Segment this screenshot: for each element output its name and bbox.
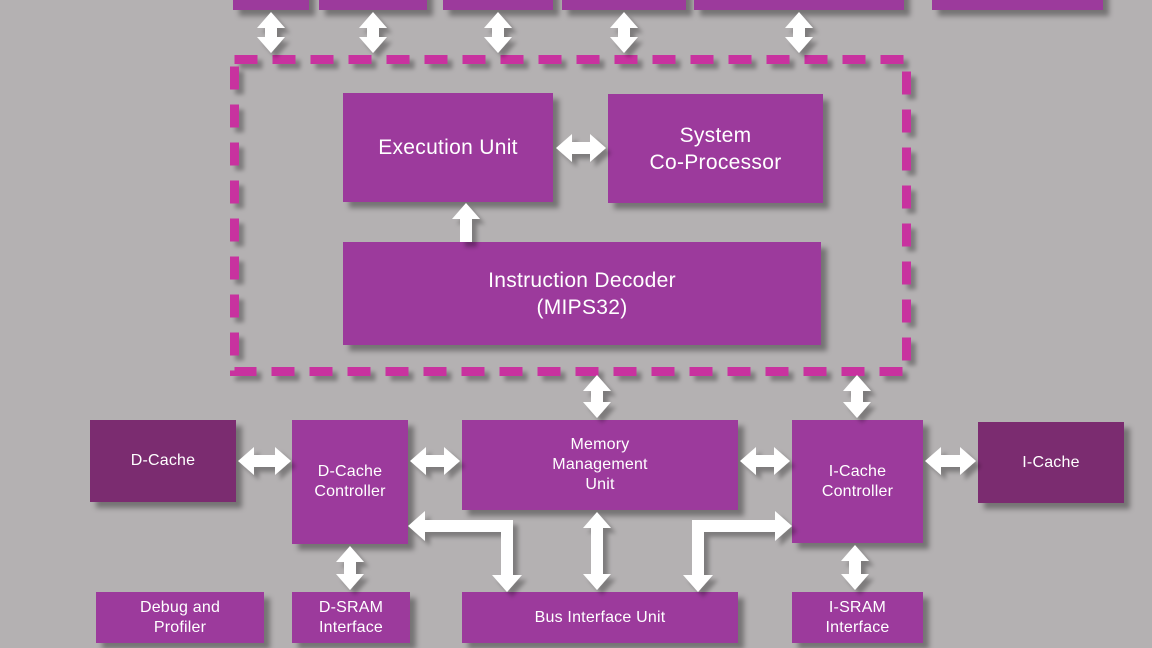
biu-icc-elbow-arrow (683, 511, 792, 592)
instruction-decoder-box: Instruction Decoder (MIPS32) (343, 242, 821, 345)
top-partial-box-5 (694, 0, 904, 10)
execution-unit-box: Execution Unit (343, 93, 553, 202)
instruction-decoder-label: Instruction Decoder (MIPS32) (488, 268, 676, 319)
icc-icache-arrow (925, 447, 976, 475)
system-coprocessor-box: System Co-Processor (608, 94, 823, 203)
eu-scp-arrow (556, 134, 606, 162)
top-partial-box-3 (443, 0, 553, 10)
dcc-dsram-arrow (336, 546, 364, 590)
i-cache-label: I-Cache (1022, 453, 1080, 471)
i-sram-interface-label: I-SRAM Interface (825, 598, 890, 636)
icc-isram-arrow (841, 545, 869, 590)
d-cache-label: D-Cache (130, 452, 196, 469)
top-partial-box-1 (233, 0, 309, 10)
top-partial-box-2 (319, 0, 427, 10)
execution-unit-label: Execution Unit (378, 136, 518, 159)
top-bus-arrow-2 (359, 12, 387, 53)
top-partial-box-6 (932, 0, 1103, 10)
i-cache-controller-box: I-Cache Controller (792, 420, 923, 543)
decoder-eu-arrow (452, 203, 480, 242)
mmu-icc-arrow (740, 447, 790, 475)
d-cache-controller-label: D-Cache Controller (314, 463, 386, 500)
top-partial-box-4 (562, 0, 686, 10)
bus-interface-unit-box: Bus Interface Unit (462, 592, 738, 643)
i-sram-interface-box: I-SRAM Interface (792, 592, 923, 643)
d-cache-controller-box: D-Cache Controller (292, 420, 408, 544)
system-coprocessor-label: System Co-Processor (649, 123, 782, 174)
top-bus-arrow-3 (484, 12, 512, 53)
debug-profiler-label: Debug and Profiler (139, 598, 221, 636)
i-cache-box: I-Cache (978, 422, 1124, 503)
core-mmu-arrow (583, 375, 611, 418)
i-cache-controller-label: I-Cache Controller (821, 462, 894, 500)
dcache-dcc-arrow (238, 447, 291, 475)
memory-management-unit-label: Memory Management Unit (552, 436, 648, 493)
biu-dcc-elbow-arrow (408, 511, 522, 592)
top-bus-arrow-5 (785, 12, 813, 53)
d-cache-box: D-Cache (90, 420, 236, 502)
d-sram-interface-box: D-SRAM Interface (292, 592, 410, 643)
top-bus-arrow-4 (610, 12, 638, 53)
memory-management-unit-box: Memory Management Unit (462, 420, 738, 510)
core-icc-arrow (843, 375, 871, 418)
debug-profiler-box: Debug and Profiler (96, 592, 264, 643)
top-bus-arrow-1 (257, 12, 285, 53)
d-sram-interface-label: D-SRAM Interface (318, 598, 384, 636)
bus-interface-unit-label: Bus Interface Unit (534, 608, 666, 626)
dcc-mmu-arrow (410, 447, 460, 475)
mmu-biu-arrow (583, 512, 611, 590)
